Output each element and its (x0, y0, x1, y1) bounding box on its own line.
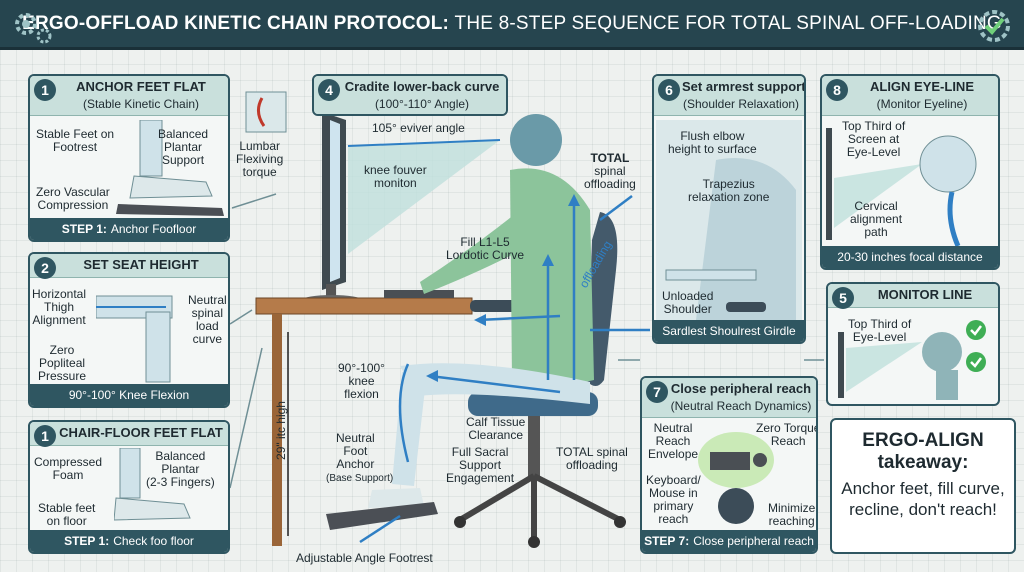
knee-illustration (96, 295, 173, 383)
panel-title: Set armrest support (682, 79, 806, 94)
head-skeleton-illustration (826, 128, 977, 246)
step-number: 1 (34, 79, 56, 101)
panel-title: MONITOR LINE (877, 287, 973, 302)
panel-title: ANCHOR FEET FLAT (76, 79, 206, 94)
panel-footer: 20-30 inches focal distance (822, 246, 998, 268)
panel-footer: Sardlest Shoulrest Girdle (654, 320, 804, 342)
foot-floor-illustration (114, 448, 191, 521)
panel-subtitle: (Shoulder Relaxation) (682, 97, 800, 111)
angle-label: 105° eviver angle (372, 121, 465, 135)
takeaway-heading: ERGO-ALIGN (862, 430, 984, 451)
panel-footer: 90°-100° Knee Flexion (30, 384, 228, 406)
panel-title: SET SEAT HEIGHT (83, 257, 199, 272)
step-number: 5 (832, 287, 854, 309)
panel-peripheral-reach: 7 Close peripheral reach (Neutral Reach … (640, 376, 818, 554)
panel-subtitle: (100°-110° Angle) (374, 97, 470, 111)
panel-footer: STEP 7:Close peripheral reach (642, 530, 816, 552)
panel-subtitle: (Monitor Eyeline) (876, 97, 968, 111)
panel-anchor-feet: 1 ANCHOR FEET FLAT (Stable Kinetic Chain… (28, 74, 230, 242)
footrest-label: Adjustable Angle Footrest (296, 551, 433, 565)
panel-subtitle: (Stable Kinetic Chain) (82, 97, 200, 111)
gears-icon (15, 13, 52, 44)
panel-title: Cradite lower-back curve (344, 79, 500, 94)
base-support-label: (Base Support) (326, 473, 394, 484)
step-number: 1 (34, 425, 56, 447)
monitor-line-illustration (838, 320, 986, 400)
header-bar: ERGO-OFFLOAD KINETIC CHAIN PROTOCOL: THE… (0, 0, 1024, 50)
panel-title: CHAIR-FLOOR FEET FLAT (59, 425, 223, 440)
gear-check-icon (978, 10, 1010, 42)
panel-armrest: 6 Set armrest support (Shoulder Relaxati… (652, 74, 806, 344)
panel-footer: STEP 1:Anchor Foofloor (30, 218, 228, 240)
takeaway-text: Anchor feet, fill curve, recline, don't … (841, 479, 1005, 519)
step-number: 2 (34, 257, 56, 279)
desk-height-label: 29" itc high (273, 401, 288, 460)
takeaway-subheading: takeaway: (877, 452, 969, 473)
takeaway-box: ERGO-ALIGN takeaway: Anchor feet, fill c… (830, 418, 1016, 554)
step-number: 4 (318, 79, 340, 101)
panel-title: Close peripheral reach (670, 381, 812, 396)
panel-footer: STEP 1:Check foo floor (30, 530, 228, 552)
panel-title: ALIGN EYE-LINE (869, 79, 974, 94)
step-number: 8 (826, 79, 848, 101)
reach-illustration (698, 432, 774, 524)
shoulder-illustration (656, 120, 802, 320)
panel-eye-line: 8 ALIGN EYE-LINE (Monitor Eyeline) Top T… (820, 74, 1000, 270)
panel-subtitle: (Neutral Reach Dynamics) (670, 399, 812, 413)
panel-lower-back: 4 Cradite lower-back curve (100°-110° An… (312, 74, 508, 116)
page-title: ERGO-OFFLOAD KINETIC CHAIN PROTOCOL: THE… (22, 12, 1002, 34)
foot-illustration (116, 120, 224, 216)
step-number: 6 (658, 79, 680, 101)
step-number: 7 (646, 381, 668, 403)
